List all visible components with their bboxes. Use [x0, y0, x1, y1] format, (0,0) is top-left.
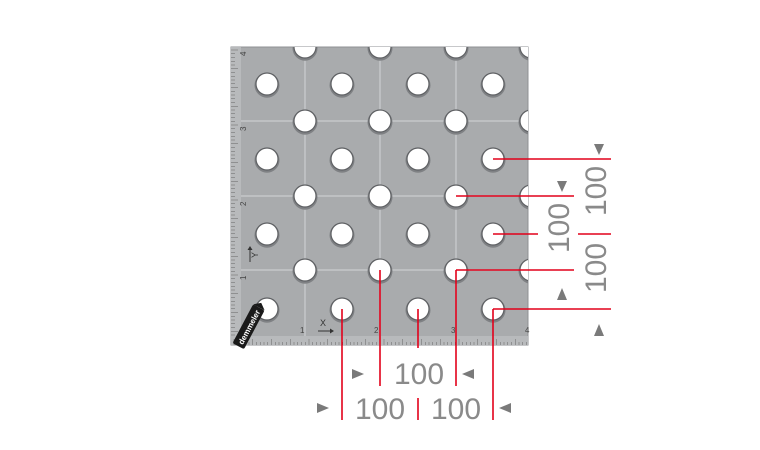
y-axis-marker: Y [247, 246, 260, 262]
plate-holes [254, 47, 528, 323]
bore-hole [519, 47, 528, 59]
dimension-vertical-top: 100 [580, 166, 613, 216]
dimension-vertical-bottom: 100 [580, 243, 613, 293]
grid-number-x-1: 1 [300, 326, 305, 335]
bore-hole [293, 184, 317, 208]
bore-hole [406, 147, 430, 171]
bore-hole [444, 47, 468, 59]
dimension-lines [341, 158, 611, 420]
bore-hole [406, 222, 430, 246]
bore-hole [330, 147, 354, 171]
bore-hole [330, 72, 354, 96]
bore-hole [519, 109, 528, 133]
dimension-arrow [499, 403, 511, 413]
dimension-arrow [594, 324, 604, 336]
dimension-arrow [352, 369, 364, 379]
grid-number-y-3: 3 [239, 126, 248, 131]
ruler-left-strip [231, 47, 241, 345]
dimension-arrow [317, 403, 329, 413]
grid-number-y-1: 1 [239, 275, 248, 280]
dimension-vertical-middle: 100 [543, 203, 576, 253]
dimension-arrow [462, 369, 474, 379]
bore-hole [368, 47, 392, 59]
bore-hole [255, 222, 279, 246]
bore-hole [293, 258, 317, 282]
bore-hole [368, 184, 392, 208]
bore-hole [481, 72, 505, 96]
grid-number-x-3: 3 [451, 326, 456, 335]
bore-hole [444, 109, 468, 133]
x-axis-marker: X [318, 318, 334, 334]
dimension-arrow [557, 181, 567, 192]
dimension-horizontal-bottom-right: 100 [431, 393, 481, 426]
dimension-arrow [594, 144, 604, 155]
bore-hole [293, 47, 317, 59]
bore-hole [255, 72, 279, 96]
x-axis-label: X [320, 318, 326, 328]
bore-hole [293, 109, 317, 133]
dimension-arrow [557, 288, 567, 300]
welding-table-plate: 1 2 3 4 1 2 3 4 X Y demmeler [230, 46, 530, 349]
ruler-left [231, 47, 241, 345]
grid-number-x-2: 2 [374, 326, 379, 335]
grid-number-y-2: 2 [239, 201, 248, 206]
grid-number-y-4: 4 [239, 51, 248, 56]
grid-number-x-4: 4 [525, 326, 530, 335]
dimension-horizontal-bottom-left: 100 [355, 393, 405, 426]
bore-hole [406, 72, 430, 96]
y-axis-label: Y [250, 252, 260, 258]
bore-hole [368, 109, 392, 133]
bore-hole [330, 222, 354, 246]
dimension-arrows [317, 144, 604, 413]
dimension-horizontal-top: 100 [394, 358, 444, 391]
bore-hole [255, 147, 279, 171]
